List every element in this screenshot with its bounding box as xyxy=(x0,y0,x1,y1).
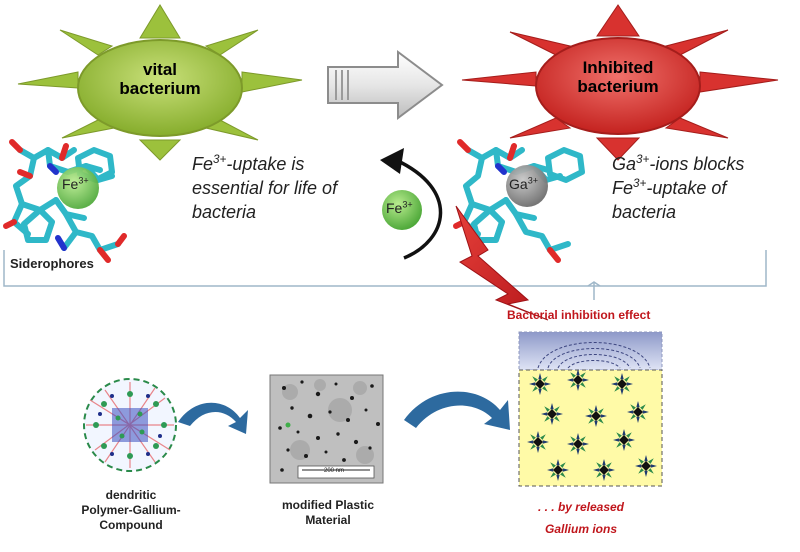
dendritic-compound-label: dendritic Polymer-Gallium- Compound xyxy=(66,488,196,533)
fe-uptake-charge: 3+ xyxy=(213,153,227,166)
fe-ion-left-symbol: Fe xyxy=(62,176,79,192)
process-arrow-2 xyxy=(404,391,510,430)
plastic-label-line1: modified Plastic xyxy=(281,498,375,512)
fe-ion-free-symbol: Fe xyxy=(386,200,403,216)
dendritic-label-line2: Polymer-Gallium- xyxy=(81,503,181,517)
gallium-star-cluster xyxy=(593,459,615,481)
fe-ion-free xyxy=(382,190,422,230)
vital-bacterium xyxy=(17,4,303,161)
vital-label-line1: vital xyxy=(142,60,178,79)
released-label-line2: Gallium ions xyxy=(544,522,617,536)
gallium-star-cluster xyxy=(527,431,549,453)
gallium-star-cluster xyxy=(627,401,649,423)
gallium-star-cluster xyxy=(585,405,607,427)
vital-bacterium-rays xyxy=(17,4,303,161)
ga-ion-charge: 3+ xyxy=(527,175,539,186)
ga-block-line2-ion: Fe xyxy=(612,178,634,198)
siderophore-bracket xyxy=(3,250,767,300)
inhibited-bacterium-body xyxy=(535,37,701,135)
transition-arrow xyxy=(327,50,444,120)
gallium-star-cluster xyxy=(547,459,569,481)
inhibited-label-line1: Inhibited xyxy=(582,58,654,77)
inhibited-label-line2: bacterium xyxy=(577,77,659,96)
modified-plastic-label: modified Plastic Material xyxy=(258,498,398,528)
gallium-star-cluster xyxy=(529,373,551,395)
fe-ion-left-charge: 3+ xyxy=(78,175,89,186)
vital-bacterium-body xyxy=(77,39,243,137)
ga-block-charge: 3+ xyxy=(636,153,650,166)
gallium-star-cluster xyxy=(613,429,635,451)
ga-block-line2: -uptake of xyxy=(646,178,727,198)
inhibited-bacterium-label: Inhibited bacterium xyxy=(556,58,680,96)
bacterial-inhibition-label: Bacterial inhibition effect xyxy=(507,308,651,322)
ga-block-line2-charge: 3+ xyxy=(633,177,647,190)
fe-ion-bound-left xyxy=(57,167,99,209)
gallium-star-cluster xyxy=(611,373,633,395)
dendritic-compound xyxy=(83,378,177,472)
fe-ion-free-charge: 3+ xyxy=(402,199,413,210)
fe-uptake-line3: bacteria xyxy=(192,202,257,222)
gallium-star-cluster xyxy=(567,433,589,455)
siderophores-label: Siderophores xyxy=(10,256,94,271)
released-gallium-label: . . . by released Gallium ions xyxy=(516,496,646,540)
inhibited-bacterium xyxy=(461,4,779,161)
ga-block-line1: -ions blocks xyxy=(649,154,745,174)
process-arrow-1 xyxy=(178,402,248,434)
ga-block-line3: bacteria xyxy=(612,202,677,222)
fe-ion-left-label: Fe3+ xyxy=(62,176,89,192)
vital-bacterium-label: vital bacterium xyxy=(98,60,222,98)
dendritic-label-line1: dendritic xyxy=(105,488,157,502)
fe-uptake-line2: essential for life of xyxy=(192,178,338,198)
fe-uptake-note: Fe3+-uptake is essential for life of bac… xyxy=(192,152,377,224)
released-label-line1: . . . by released xyxy=(537,500,625,514)
fe-ion-free-label: Fe3+ xyxy=(386,200,413,216)
ga-ion-symbol: Ga xyxy=(509,176,528,192)
ga-ion-label: Ga3+ xyxy=(509,176,538,192)
gallium-star-cluster xyxy=(635,455,657,477)
dendritic-label-line3: Compound xyxy=(99,518,163,532)
tem-micrograph xyxy=(269,374,384,484)
plastic-label-line2: Material xyxy=(305,513,351,527)
ga-block-ion: Ga xyxy=(612,154,637,174)
inhibition-lightning-bolt xyxy=(455,205,549,321)
fe-uptake-line1: -uptake is xyxy=(226,154,305,174)
fe-uptake-ion: Fe xyxy=(192,154,214,174)
siderophore-molecule-left xyxy=(3,139,127,263)
plastic-gallium-panel xyxy=(518,331,663,487)
micrograph-scale-label: 200 nm xyxy=(324,468,345,474)
ga-ion-bound xyxy=(506,165,548,207)
siderophore-molecule-right xyxy=(453,139,585,263)
ga-block-note: Ga3+-ions blocks Fe3+-uptake of bacteria xyxy=(612,152,798,224)
gallium-star-clusters xyxy=(527,369,657,481)
uptake-cycle-arrow xyxy=(380,148,443,260)
vital-label-line2: bacterium xyxy=(119,79,201,98)
gallium-star-cluster xyxy=(541,403,563,425)
gallium-star-cluster xyxy=(567,369,589,391)
